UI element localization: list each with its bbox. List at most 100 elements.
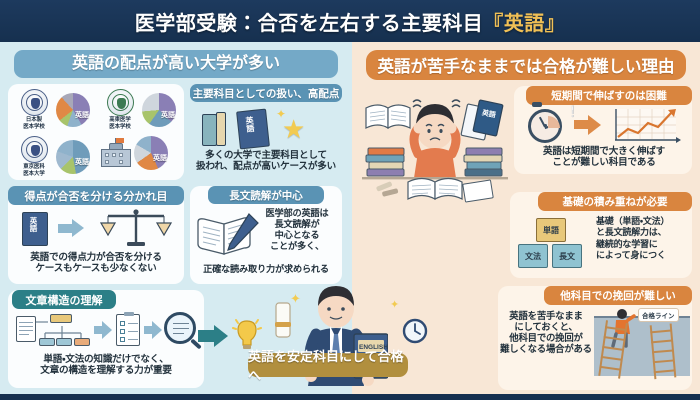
left-panel-title-banner: 英語の配点が高い大学が多い — [14, 50, 338, 78]
recovery-banner: 他科目での挽回が難しい — [544, 286, 692, 305]
major-subject-text: 多くの大学で主要科目として 扱われ、配点が高いケースが多い — [192, 150, 340, 173]
floating-book-label: 英語 — [480, 108, 497, 120]
foundation-text-line4: によって身につく — [596, 249, 666, 260]
short-term-text-line2: ことが難しい科目である — [552, 157, 656, 169]
major-subject-text-line1: 多くの大学で主要科目として — [205, 150, 327, 161]
page-header: 医学部受験：合否を左右する主要科目『英語』 — [0, 0, 700, 42]
universities-pies-card: 日本製 医本学校 英語 高東医学 医本学校 英語 — [8, 84, 184, 180]
arrow-right-icon — [144, 326, 152, 334]
recovery-text-line1: 英語を苦手なまま — [509, 310, 583, 321]
score-pie-chart: 英語 — [142, 92, 176, 127]
arrow-right-icon — [94, 326, 102, 334]
shield-crest-icon — [106, 89, 134, 116]
arrow-right-icon — [72, 219, 84, 237]
recovery-text-line3: 他科目での挽回が — [509, 332, 583, 344]
page-title-accent: 『英語』 — [483, 12, 566, 35]
balance-scale-icon — [100, 209, 172, 246]
book-spine-label: 英語 — [29, 217, 38, 232]
stopwatch-graph-illustration: ❕ — [522, 102, 690, 145]
tree-diagram-icon — [36, 321, 82, 339]
sentence-structure-text: 単語・文法の知識だけでなく、 文章の構造を理解する力が重要 — [8, 354, 204, 377]
score-decides-text-line2: ケースもケースも少なくない — [35, 263, 157, 275]
pie-slice-label: 英語 — [153, 155, 167, 162]
foundation-block: 基礎の積み重ねが必要 単語 文法 長文 基礎（単語・文法） と長文読解力は、 継… — [510, 192, 692, 278]
foundation-text: 基礎（単語・文法） と長文読解力は、 継続的な学習に によって身につく — [596, 216, 690, 261]
lightbulb-icon — [232, 319, 262, 349]
score-pie-chart: 英語 — [134, 136, 168, 170]
major-subject-banner: 主要科目としての扱い、高配点 — [190, 84, 342, 102]
sparkle-icon: ✦ — [290, 291, 301, 306]
diploma-certificate-icon — [275, 302, 291, 338]
recovery-text: 英語を苦手なまま にしておくと、 他科目での挽回が 難しくなる場合がある — [498, 310, 594, 354]
university-name-line1: 高東医学 — [109, 117, 131, 123]
growth-line-chart-icon — [615, 109, 681, 143]
score-pie-chart: 英語 — [56, 92, 90, 127]
clock-icon — [402, 318, 428, 344]
score-pie-chart: 英語 — [56, 139, 90, 174]
university-entry: 日本製 医本学校 英語 — [14, 89, 90, 131]
short-term-text-line1: 英語は短期間で大きく伸ばす — [542, 146, 666, 157]
arrow-right-icon — [152, 321, 162, 339]
short-term-banner: 短期間で伸ばすのは困難 — [526, 86, 692, 105]
university-name-line1: 日本製 — [25, 117, 43, 123]
university-entry: 高東医学 医本学校 英語 — [100, 89, 176, 131]
major-subject-text-line2: 扱われ、配点が高いケースが多い — [195, 161, 337, 173]
english-book-icon: 英語 — [22, 212, 48, 246]
book-scale-illustration: 英語 — [18, 207, 174, 251]
book-icon — [202, 114, 217, 146]
university-name-line2: 医本学校 — [109, 123, 131, 130]
pie-slice-label: 英語 — [75, 111, 89, 119]
open-book-pen-icon — [197, 213, 259, 255]
pie-slice-label: 英語 — [161, 111, 175, 119]
checklist-clipboard-icon — [116, 312, 140, 346]
university-name: 東京医科 医本大学 — [23, 164, 45, 178]
block-cube-grammar: 文法 — [518, 244, 548, 268]
recovery-text-line4: 難しくなる場合がある — [500, 343, 592, 355]
long-reading-text-bottom: 正確な読み取り力が求められる — [203, 264, 329, 274]
right-panel-title-banner: 英語が苦手なままでは合格が難しい理由 — [366, 50, 686, 80]
score-decides-banner: 得点が合否を分ける分かれ目 — [8, 186, 184, 205]
university-name: 高東医学 医本学校 — [109, 117, 131, 131]
university-entry: 東京医科 医本大学 英語 — [14, 136, 90, 178]
score-decides-text-line1: 英語での得点力が合否を分ける — [30, 252, 162, 263]
university-name-line2: 医本学校 — [23, 123, 45, 130]
foundation-banner: 基礎の積み重ねが必要 — [538, 192, 692, 211]
university-identity: 東京医科 医本大学 — [14, 136, 54, 178]
university-name: 日本製 医本学校 — [23, 117, 45, 131]
sparkle-icon: ✦ — [276, 107, 287, 121]
long-reading-text-line2: 長文読解が — [274, 218, 320, 229]
arrow-right-icon — [574, 120, 588, 129]
footer-bar — [0, 394, 700, 400]
sentence-structure-text-line2: 文章の構造を理解する力が重要 — [40, 365, 172, 377]
university-entry: 英語 — [100, 136, 168, 170]
shield-crest-icon — [20, 89, 48, 116]
long-reading-text-line3: 中心となる — [274, 229, 320, 240]
english-book-cover-label: ENGLISH — [359, 344, 388, 351]
arrow-right-icon — [102, 321, 112, 339]
short-term-block: 短期間で伸ばすのは困難 ❕ — [514, 86, 692, 174]
major-subject-block: 主要科目としての扱い、高配点 英語 ✦ ★ 多くの大学で主要科目として 扱われ、… — [190, 84, 342, 180]
node-box — [50, 314, 72, 323]
page-title: 医学部受験：合否を左右する主要科目『英語』 — [135, 7, 566, 36]
stopwatch-icon — [528, 109, 562, 143]
block-cube-longreading: 長文 — [552, 244, 582, 268]
star-icon: ★ — [282, 114, 306, 144]
right-panel: 英語が苦手なままでは合格が難しい理由 英語 — [352, 42, 700, 394]
university-name-line1: 東京医科 — [23, 164, 45, 170]
pass-line-label: 合格ライン — [638, 308, 679, 322]
book-spine-label: 英語 — [244, 115, 256, 133]
foundation-text-line2: と長文読解力は、 — [596, 227, 667, 238]
long-reading-block: 長文読解が中心 医学部の英語は 長文読解が 中心となる ことが多く、 正確な読み… — [190, 186, 342, 284]
foundation-text-line1: 基礎（単語・文法） — [596, 216, 670, 226]
cta-banner[interactable]: 英語を安定科目にして合格へ — [248, 349, 408, 383]
sentence-structure-banner: 文章構造の理解 — [12, 290, 116, 309]
arrow-right-icon — [214, 325, 228, 347]
stressed-student-illustration: 英語 — [362, 99, 508, 203]
arrow-right-icon — [198, 330, 214, 342]
ladder-icon — [648, 323, 687, 380]
document-icon — [16, 316, 36, 342]
long-reading-text-line1: 医学部の英語は — [265, 208, 329, 218]
short-term-text: 英語は短期間で大きく伸ばす ことが難しい科目である — [518, 146, 690, 169]
block-cube-vocabulary: 単語 — [536, 218, 566, 242]
